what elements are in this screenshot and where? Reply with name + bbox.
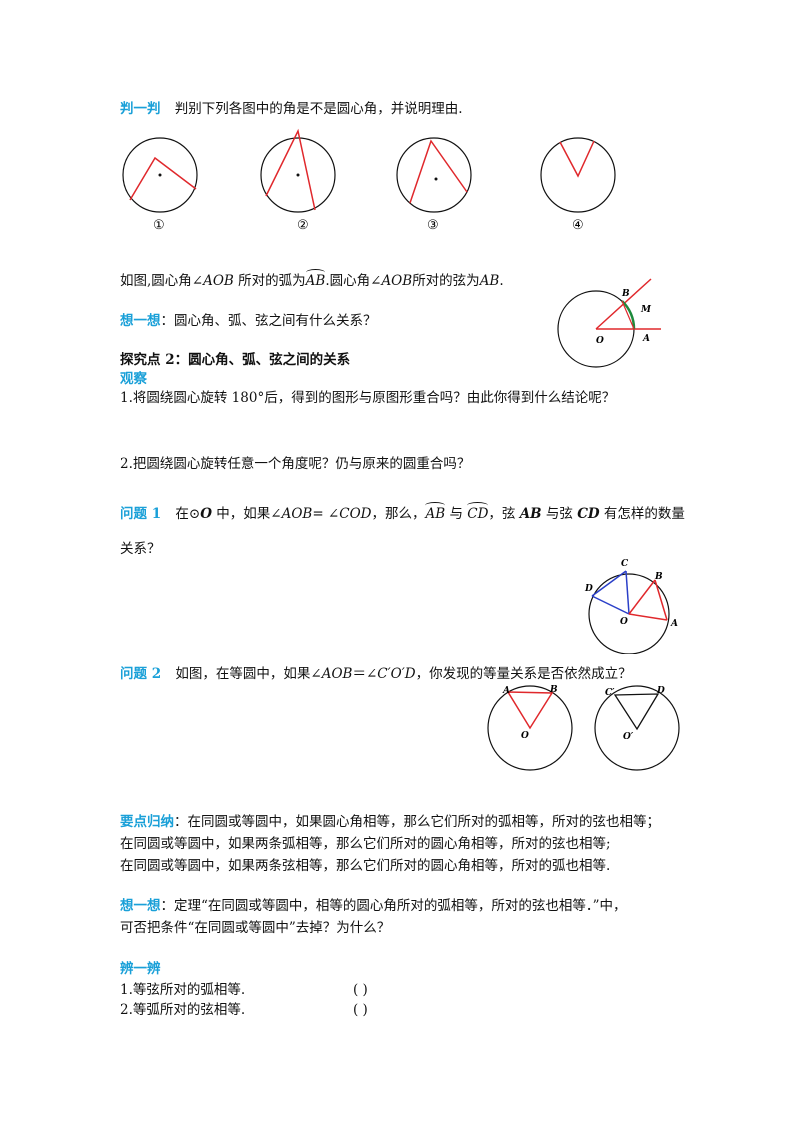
think1-label: 想一想 <box>120 313 161 329</box>
judge-line: 判一判 判别下列各图中的角是不是圆心角，并说明理由. <box>120 100 463 118</box>
fig7-label-o: O <box>521 731 529 741</box>
think2-text-1: ：定理“在同圆或等圆中，相等的圆心角所对的弧相等，所对的弦也相等．”中， <box>160 898 627 914</box>
fig8-label-d: D <box>656 686 665 696</box>
problem1-text-b: 中，如果∠ <box>211 506 282 522</box>
intro-text-a: 如图,圆心角∠ <box>120 273 204 289</box>
circle-figure-1 <box>122 137 198 213</box>
figure-label-3: ③ <box>427 218 439 233</box>
think1-text: ：圆心角、弧、弦之间有什么关系？ <box>160 313 377 329</box>
four-circles-figure: ① ② ③ ④ <box>122 128 616 233</box>
problem1-angle-cod: COD <box>339 506 372 522</box>
chord-arc-figure: C B D O A <box>584 559 678 654</box>
central-angle-figure: B M O A <box>557 278 661 368</box>
problem2-angle-aob: AOB <box>321 666 353 682</box>
intro-text-b: 所对的弧为 <box>233 273 306 289</box>
equal-circle-left: A B O <box>487 685 573 771</box>
distinguish-item-2-text: 2.等弧所对的弦相等. <box>120 1002 246 1018</box>
fig6-label-c: C <box>621 559 629 569</box>
summary-label: 要点归纳 <box>120 814 174 830</box>
observe-q2: 2.把圆绕圆心旋转任意一个角度呢？仍与原来的圆重合吗？ <box>120 456 471 472</box>
distinguish-item-1-answer[interactable]: ( ) <box>353 982 368 998</box>
figure-label-4: ④ <box>572 218 584 233</box>
summary-line3: 在同圆或等圆中，如果两条弦相等，那么它们所对的圆心角相等，所对的弧也相等. <box>120 858 611 874</box>
think2-line1: 想一想：定理“在同圆或等圆中，相等的圆心角所对的弧相等，所对的弦也相等．”中， <box>120 897 627 915</box>
problem1-circle-o: O <box>200 506 212 522</box>
problem2-text-a: 如图，在等圆中，如果∠ <box>175 666 322 682</box>
problem2-angle-cod: C′O′D <box>377 666 416 682</box>
problem1-line2: 关系？ <box>120 541 161 557</box>
summary-text-1: ：在同圆或等圆中，如果圆心角相等，那么它们所对的弧相等，所对的弦也相等； <box>174 814 660 830</box>
fig6-label-a: A <box>670 619 678 629</box>
fig7-label-b: B <box>549 685 558 695</box>
distinguish-label: 辨一辨 <box>120 961 161 977</box>
problem2-text-c: ，你发现的等量关系是否依然成立？ <box>415 666 632 682</box>
equal-circles-figure: A B O C′ D O′ <box>487 685 680 771</box>
problem1-arc-ab: AB <box>425 502 446 522</box>
problem2-line: 问题 2 如图，在等圆中，如果∠AOB＝∠C′O′D，你发现的等量关系是否依然成… <box>120 665 632 683</box>
problem1-text-e: 与 <box>445 506 468 522</box>
intro-line: 如图,圆心角∠AOB 所对的弧为AB.圆心角∠AOB所对的弦为AB. <box>120 269 504 290</box>
fig6-label-o: O <box>620 617 628 627</box>
fig8-label-c: C′ <box>605 688 615 698</box>
problem1-label: 问题 1 <box>120 506 162 522</box>
fig5-label-b: B <box>621 289 630 299</box>
fig5-label-m: M <box>640 305 652 315</box>
circle-figure-2 <box>260 128 336 213</box>
summary-line2: 在同圆或等圆中，如果两条弧相等，那么它们所对的圆心角相等，所对的弦也相等; <box>120 836 611 852</box>
explore-title: 探究点 2：圆心角、弧、弦之间的关系 <box>120 352 351 368</box>
problem1-text-h: 有怎样的数量 <box>599 506 685 522</box>
fig8-label-o: O′ <box>623 732 634 742</box>
problem1-chord-ab: AB <box>519 506 542 522</box>
fig6-label-d: D <box>584 584 593 594</box>
intro-chord-ab: AB <box>479 273 500 289</box>
figure-label-2: ② <box>297 218 309 233</box>
circle-figure-3 <box>396 137 472 213</box>
distinguish-item-1: 1.等弦所对的弧相等. <box>120 981 245 999</box>
problem2-label: 问题 2 <box>120 666 162 682</box>
fig5-label-a: A <box>642 334 650 344</box>
problem1-angle-aob: AOB= <box>281 506 324 522</box>
problem1-chord-cd: CD <box>577 506 600 522</box>
problem1-text-f: ，弦 <box>488 506 520 522</box>
observe-label: 观察 <box>120 371 147 387</box>
circle-figure-4 <box>540 137 616 213</box>
intro-text-e: . <box>499 273 504 289</box>
judge-label: 判一判 <box>120 101 161 117</box>
distinguish-item-1-text: 1.等弦所对的弧相等. <box>120 982 246 998</box>
figure-label-1: ① <box>153 218 165 233</box>
judge-text: 判别下列各图中的角是不是圆心角，并说明理由. <box>174 101 463 117</box>
intro-text-c: .圆心角∠ <box>325 273 382 289</box>
think2-label: 想一想 <box>120 898 161 914</box>
distinguish-item-2: 2.等弧所对的弦相等. <box>120 1001 245 1019</box>
problem1-text-a: 在⊙ <box>175 506 201 522</box>
summary-line1: 要点归纳：在同圆或等圆中，如果圆心角相等，那么它们所对的弧相等，所对的弦也相等； <box>120 813 660 831</box>
fig5-label-o: O <box>596 336 604 346</box>
problem1-text-d: ，那么， <box>371 506 426 522</box>
problem2-text-b: ＝∠ <box>352 666 378 682</box>
problem1-line: 问题 1 在⊙O 中，如果∠AOB= ∠COD，那么，AB 与 CD，弦 AB … <box>120 502 685 523</box>
equal-circle-right: C′ D O′ <box>594 685 680 771</box>
fig6-label-b: B <box>654 572 663 582</box>
problem1-arc-cd: CD <box>467 502 489 522</box>
intro-angle-1: AOB <box>203 273 234 289</box>
intro-arc-ab: AB <box>305 269 326 289</box>
problem1-text-g: 与弦 <box>541 506 578 522</box>
think2-line2: 可否把条件“在同圆或等圆中”去掉？为什么？ <box>120 920 391 936</box>
intro-text-d: 所对的弦为 <box>412 273 480 289</box>
intro-angle-2: AOB <box>381 273 413 289</box>
distinguish-item-2-answer[interactable]: ( ) <box>353 1002 368 1018</box>
problem1-text-c: ∠ <box>323 506 340 522</box>
think1-line: 想一想：圆心角、弧、弦之间有什么关系？ <box>120 312 377 330</box>
observe-q1: 1.将圆绕圆心旋转 180°后，得到的图形与原图形重合吗？由此你得到什么结论呢？ <box>120 390 616 406</box>
fig7-label-a: A <box>502 686 510 696</box>
